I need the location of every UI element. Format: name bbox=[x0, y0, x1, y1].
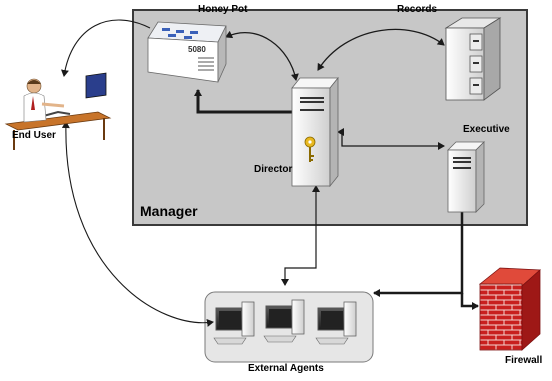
honey-pot-box-text: 5080 bbox=[188, 45, 206, 54]
honeypot-director-arrow bbox=[225, 30, 299, 81]
records-label: Records bbox=[397, 4, 438, 15]
enduser-agents-arrow bbox=[61, 121, 214, 327]
key-icon bbox=[304, 136, 316, 162]
desktop-computer-icon bbox=[315, 301, 357, 345]
firewall-label: Firewall bbox=[505, 355, 543, 366]
desktop-computer-icon bbox=[263, 299, 305, 343]
external-agents-label: External Agents bbox=[248, 363, 324, 374]
firewall-icon bbox=[478, 267, 541, 351]
honey-pot-label: Honey Pot bbox=[198, 4, 248, 15]
desktop-computer-icon bbox=[213, 301, 255, 345]
executive-server-icon bbox=[447, 141, 485, 213]
honey-pot-server-icon: 5080 bbox=[147, 21, 227, 83]
honeypot-to-enduser-arrow bbox=[61, 19, 151, 77]
director-label: Director bbox=[254, 164, 293, 175]
executive-to-firewall-arrow bbox=[460, 293, 479, 310]
manager-label: Manager bbox=[140, 203, 198, 219]
executive-label: Executive bbox=[463, 124, 510, 135]
director-executive-arrow bbox=[337, 128, 445, 150]
end-user-label: End User bbox=[12, 130, 56, 141]
end-user-icon bbox=[4, 72, 112, 150]
records-cabinet-icon bbox=[444, 17, 502, 101]
director-server-icon bbox=[291, 76, 339, 188]
records-director-arrow bbox=[317, 28, 445, 71]
director-agents-arrow bbox=[281, 185, 320, 286]
director-to-honeypot-arrow bbox=[194, 89, 292, 114]
